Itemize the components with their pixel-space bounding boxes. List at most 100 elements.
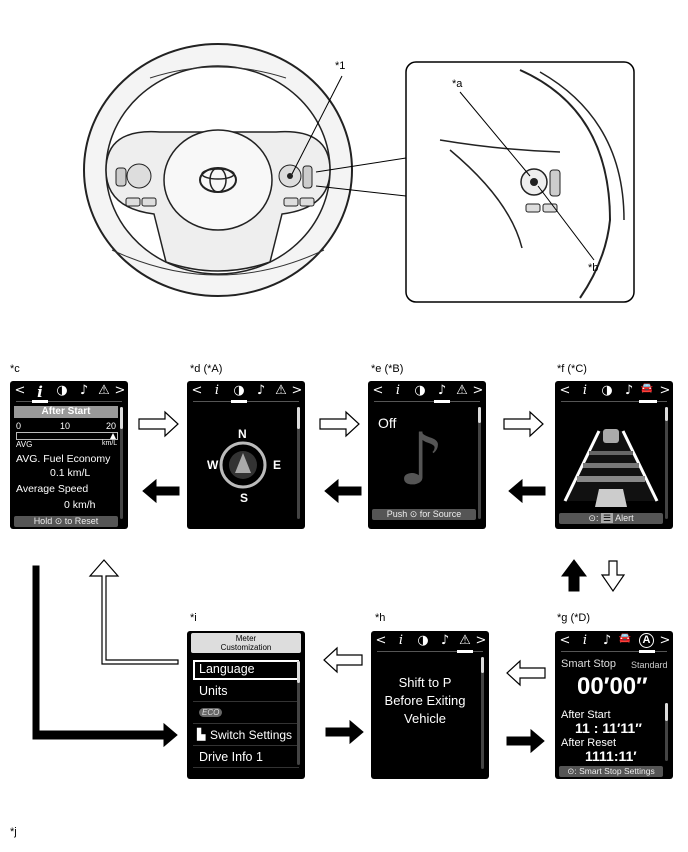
- tab-prev-arrow[interactable]: <: [372, 383, 384, 398]
- arrow-d-to-e: [319, 410, 360, 438]
- arrow-e-to-d: [324, 478, 362, 504]
- smart-stop-title: Smart Stop: [561, 658, 617, 670]
- screen-smart-stop: < i ♪ 🚘 A > Smart Stop Standard 00′00″ A…: [555, 631, 673, 779]
- fuel-economy-label: AVG. Fuel Economy: [16, 453, 111, 465]
- smart-stop-settings-hint: ⊙: Smart Stop Settings: [559, 766, 663, 777]
- screen-meter-customization: Meter Customization Language Units ECO ▙…: [187, 631, 305, 779]
- tab-navigation-icon[interactable]: ◑: [233, 383, 245, 398]
- audio-status: Off: [378, 415, 397, 431]
- customization-header: Meter Customization: [191, 633, 301, 653]
- avg-label: AVG: [16, 440, 33, 449]
- arrow-f-to-g: [600, 560, 626, 593]
- tab-prev-arrow[interactable]: <: [191, 383, 203, 398]
- airbag-pad: [163, 129, 273, 231]
- tab-warning-icon[interactable]: ⚠: [459, 633, 471, 648]
- tab-warning-icon[interactable]: ⚠: [275, 383, 287, 398]
- tab-navigation-icon[interactable]: ◑: [56, 383, 68, 398]
- arrow-e-to-f: [503, 410, 544, 438]
- zoom-detail-box: [405, 61, 635, 303]
- gauge-marker-icon: [110, 433, 116, 439]
- tab-info-icon[interactable]: i: [582, 383, 588, 398]
- tab-audio-icon[interactable]: ♪: [440, 633, 450, 648]
- hint-text-reset: to Reset: [64, 516, 99, 526]
- tab-smart-stop-icon[interactable]: A: [639, 633, 654, 648]
- after-reset-time: 1111:11′: [585, 748, 637, 764]
- fuel-economy-gauge: [16, 432, 118, 440]
- tab-next-arrow[interactable]: >: [291, 383, 303, 398]
- tab-warning-icon[interactable]: ⚠: [98, 383, 110, 398]
- switch-icon: ⊙: [54, 516, 63, 526]
- header-line-2: Customization: [220, 643, 272, 652]
- tab-info-icon[interactable]: i: [37, 383, 43, 401]
- callout-j: *j: [10, 826, 17, 838]
- compass-e: E: [273, 458, 282, 472]
- callout-h: *h: [375, 612, 386, 624]
- switch-icon: ⊙:: [588, 513, 599, 523]
- menu-item-units[interactable]: Units: [193, 683, 299, 702]
- menu-label: Language: [199, 662, 255, 676]
- tab-prev-arrow[interactable]: <: [559, 633, 571, 648]
- hint-text-settings: Smart Stop Settings: [579, 766, 655, 776]
- scale-0: 0: [16, 421, 22, 431]
- tab-audio-icon[interactable]: ♪: [624, 383, 634, 398]
- arrow-h-to-i: [323, 646, 363, 674]
- menu-label: Switch Settings: [210, 728, 293, 742]
- tab-navigation-icon[interactable]: ◑: [414, 383, 426, 398]
- drive-info-header: After Start: [14, 406, 118, 418]
- own-vehicle-icon: [595, 489, 627, 507]
- tab-next-arrow[interactable]: >: [659, 633, 671, 648]
- tab-navigation-icon[interactable]: ◑: [601, 383, 613, 398]
- after-reset-label: After Reset: [561, 737, 617, 749]
- callout-b: *b: [588, 262, 599, 274]
- tab-prev-arrow[interactable]: <: [375, 633, 387, 648]
- smart-stop-mode: Standard: [631, 660, 668, 670]
- tab-audio-icon[interactable]: ♪: [602, 633, 612, 648]
- smart-stop-current-time: 00′00″: [577, 673, 648, 700]
- scale-20: 20: [106, 421, 117, 431]
- compass-n: N: [238, 427, 247, 441]
- tab-info-icon[interactable]: i: [582, 633, 588, 648]
- tab-next-arrow[interactable]: >: [475, 633, 487, 648]
- tab-next-arrow[interactable]: >: [659, 383, 671, 398]
- tab-next-arrow[interactable]: >: [114, 383, 126, 398]
- tab-next-arrow[interactable]: >: [472, 383, 484, 398]
- after-start-time: 11 : 11′11″: [575, 720, 642, 736]
- tab-driving-support-icon[interactable]: 🚘: [618, 633, 632, 644]
- tab-audio-icon[interactable]: ♪: [437, 383, 447, 398]
- switch-icon: ⊙:: [567, 766, 577, 776]
- menu-item-eco[interactable]: ECO: [193, 705, 299, 724]
- callout-g: *g (*D): [557, 612, 591, 624]
- menu-item-drive-info-1[interactable]: Drive Info 1: [193, 749, 299, 768]
- tab-navigation-icon[interactable]: ◑: [417, 633, 429, 648]
- tab-prev-arrow[interactable]: <: [14, 383, 26, 398]
- menu-label: Units: [199, 684, 228, 698]
- hint-text-alert: Alert: [615, 513, 634, 523]
- menu-item-switch-settings[interactable]: ▙ Switch Settings: [193, 727, 299, 746]
- average-speed-value: 0 km/h: [64, 499, 96, 511]
- arrow-f-to-e: [508, 478, 546, 504]
- tab-driving-support-icon[interactable]: 🚘: [640, 383, 654, 394]
- callout-e: *e (*B): [371, 363, 404, 375]
- arrow-i-to-h: [325, 719, 364, 745]
- source-hint-bar: Push ⊙ for Source: [372, 509, 476, 520]
- header-line-1: Meter: [235, 634, 257, 643]
- tab-info-icon[interactable]: i: [398, 633, 404, 648]
- compass-s: S: [240, 491, 249, 505]
- tab-info-icon[interactable]: i: [214, 383, 220, 398]
- tab-info-icon[interactable]: i: [395, 383, 401, 398]
- arrow-d-to-c: [142, 478, 180, 504]
- menu-label: Drive Info 1: [199, 750, 263, 764]
- tab-audio-icon[interactable]: ♪: [256, 383, 266, 398]
- warning-line-3: Vehicle: [404, 711, 446, 726]
- tab-warning-icon[interactable]: ⚠: [456, 383, 468, 398]
- hint-text-hold: Hold: [33, 516, 53, 526]
- arrow-h-to-g: [506, 728, 545, 754]
- tab-audio-icon[interactable]: ♪: [79, 383, 89, 398]
- callout-1: *1: [335, 60, 346, 72]
- compass-dial: [219, 441, 267, 489]
- callout-a: *a: [452, 78, 463, 90]
- tab-prev-arrow[interactable]: <: [559, 383, 571, 398]
- callout-i: *i: [190, 612, 197, 624]
- arrow-g-to-f: [561, 559, 587, 592]
